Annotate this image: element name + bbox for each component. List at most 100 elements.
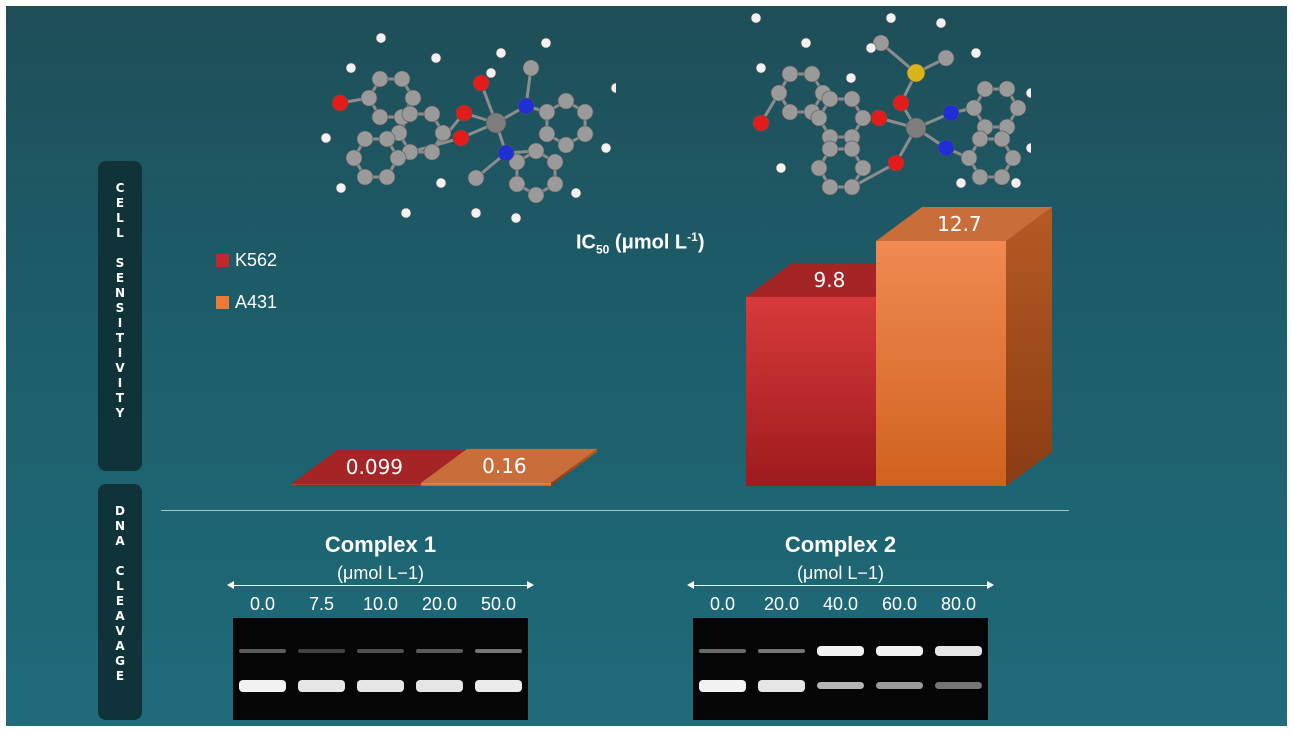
lane-concentration: 20.0 <box>763 594 800 614</box>
molecule-atom <box>971 130 989 148</box>
gel-unit-2: (μmol L−1) <box>797 563 884 583</box>
molecule-atom <box>517 97 535 115</box>
dna-cleavage-letter: D <box>115 504 125 518</box>
data-label-k562-complex-1: 0.099 <box>346 455 403 479</box>
molecule-atom <box>755 62 767 74</box>
legend-swatch-a431 <box>216 296 229 309</box>
molecule-atom <box>937 49 955 67</box>
dna-cleavage-letter: N <box>114 519 126 533</box>
gel-band-lower <box>416 680 463 692</box>
molecule-atom <box>435 177 447 189</box>
molecule-atom <box>510 212 522 224</box>
molecule-atom <box>538 125 556 143</box>
cell-sensitivity-letter: I <box>117 346 123 360</box>
molecule-atom <box>993 168 1011 186</box>
complex-2-molecule-illustration <box>750 12 1031 198</box>
molecule-atom <box>430 52 442 64</box>
molecule-atom <box>378 130 396 148</box>
molecule-atom <box>546 175 564 193</box>
dna-cleavage-letter: V <box>115 624 125 638</box>
molecule-atom <box>960 149 978 167</box>
molecule-atom <box>845 72 857 84</box>
molecule-atom <box>965 99 983 117</box>
molecule-atom <box>393 70 411 88</box>
legend-a431: A431 <box>216 292 277 313</box>
molecule-atom <box>495 47 507 59</box>
gel-title-1: Complex 1 <box>324 532 437 557</box>
molecule-atom <box>1025 142 1031 154</box>
molecule-atom <box>540 37 552 49</box>
molecule-atom <box>885 12 897 24</box>
bar-side-a431-complex-2 <box>1006 207 1052 486</box>
molecule-atom <box>470 207 482 219</box>
legend-label-k562: K562 <box>235 250 278 270</box>
lane-concentration: 0.0 <box>709 594 736 614</box>
dna-cleavage-letter <box>118 549 122 564</box>
gel-band-upper <box>475 649 522 653</box>
dna-cleavage-letter: A <box>115 609 125 623</box>
gel-band-upper <box>239 649 286 653</box>
ic50-main: IC <box>576 231 596 254</box>
dna-cleavage-letter: L <box>116 579 124 593</box>
lane-concentration: 50.0 <box>480 594 517 614</box>
molecule-atom <box>843 90 861 108</box>
molecule-atom <box>570 187 582 199</box>
molecule-atom <box>971 168 989 186</box>
cell-sensitivity-letter: S <box>115 256 125 270</box>
gel-band-lower <box>758 680 805 692</box>
cell-sensitivity-letter: I <box>117 316 123 330</box>
molecule-atom <box>955 177 967 189</box>
data-label-a431-complex-1: 0.16 <box>482 454 527 478</box>
dna-cleavage-letter: E <box>115 594 125 608</box>
molecule-atom <box>935 17 947 29</box>
molecule-atom <box>508 175 526 193</box>
gel-band-lower <box>876 682 923 689</box>
gel-band-upper <box>935 646 982 656</box>
molecule-atom <box>472 74 490 92</box>
gel-band-upper <box>817 646 864 656</box>
molecule-atom <box>557 136 575 154</box>
bar-top-k562-complex-1 <box>291 450 467 485</box>
molecule-atom <box>576 125 594 143</box>
molecule-atom <box>522 59 540 77</box>
cell-sensitivity-letter: L <box>116 226 124 240</box>
cell-sensitivity-letter: L <box>116 211 124 225</box>
molecule-atom <box>356 130 374 148</box>
molecule-atom <box>937 139 955 157</box>
data-label-k562-complex-2: 9.8 <box>813 268 845 292</box>
molecule-atom <box>378 168 396 186</box>
molecule-atom <box>906 63 926 83</box>
gel-unit-1: (μmol L−1) <box>337 563 424 583</box>
molecule-atom <box>821 178 839 196</box>
cell-sensitivity-letter: T <box>115 391 125 405</box>
concentration-range-arrow-2 <box>687 581 994 589</box>
molecule-atom <box>557 92 575 110</box>
molecule-atom <box>400 207 412 219</box>
bar-k562-complex-2 <box>746 296 876 486</box>
molecule-atom <box>905 117 927 139</box>
molecule-atom <box>775 162 787 174</box>
molecule-atom <box>371 70 389 88</box>
cell-sensitivity-letter: S <box>115 301 125 315</box>
molecule-atom <box>770 84 788 102</box>
molecule-atom <box>998 80 1016 98</box>
molecule-atom <box>803 65 821 83</box>
bar-a431-complex-1 <box>421 482 551 486</box>
molecule-atom <box>781 103 799 121</box>
section-divider <box>161 510 1069 511</box>
molecule-atom <box>810 159 828 177</box>
molecule-atom <box>810 109 828 127</box>
molecule-atom <box>1025 87 1031 99</box>
lane-concentration: 0.0 <box>249 594 276 614</box>
gel-band-lower <box>699 680 746 692</box>
gel-band-upper <box>876 646 923 656</box>
concentration-range-arrow-1 <box>227 581 534 589</box>
molecule-atom <box>485 112 507 134</box>
cell-sensitivity-letter: E <box>115 196 125 210</box>
gel-band-lower <box>298 680 345 692</box>
molecule-atom <box>434 124 452 142</box>
